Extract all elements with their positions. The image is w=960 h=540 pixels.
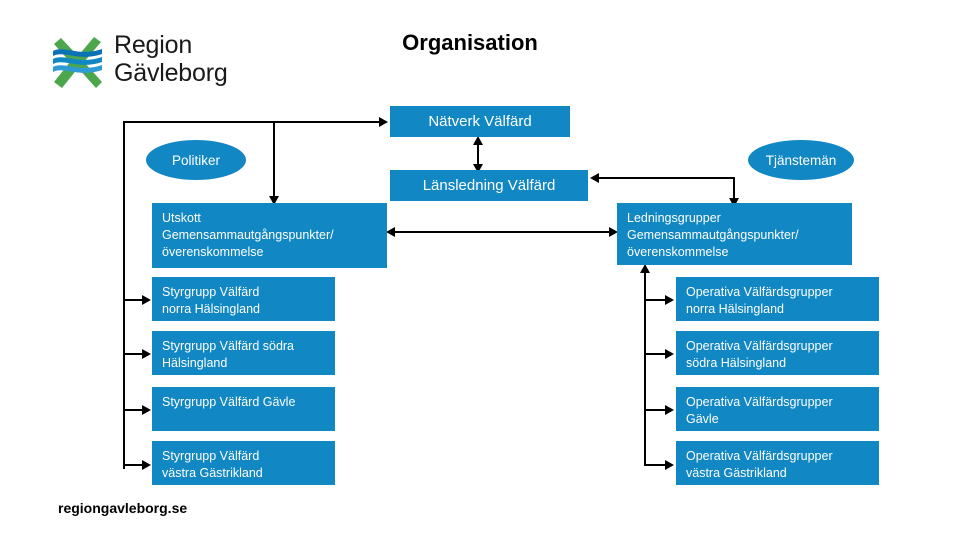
- connector-utskott-ledningsgrupper: [394, 231, 612, 233]
- brand-logo: Region Gävleborg: [52, 31, 282, 92]
- footer-url: regiongavleborg.se: [58, 500, 188, 516]
- connector-branch-operativa-2: [644, 353, 668, 355]
- arrow-styrgrupp-1: [142, 295, 151, 305]
- node-utskott[interactable]: Utskott Gemensammautgångspunkter/ överen…: [152, 203, 387, 268]
- node-styrgrupp-3[interactable]: Styrgrupp Välfärd Gävle: [152, 387, 335, 431]
- arrow-up-natverk: [473, 136, 483, 145]
- arrow-operativa-2: [665, 349, 674, 359]
- connector-right-top-bus: [599, 177, 735, 179]
- connector-top-bus: [123, 121, 381, 123]
- connector-branch-styrgrupp-2: [123, 353, 145, 355]
- arrow-styrgrupp-2: [142, 349, 151, 359]
- arrow-to-utskott: [269, 196, 279, 205]
- node-ledningsgrupper[interactable]: Ledningsgrupper Gemensammautgångspunkter…: [617, 203, 852, 265]
- connector-branch-styrgrupp-3: [123, 409, 145, 411]
- arrow-to-lansledning: [590, 173, 599, 183]
- connector-branch-operativa-1: [644, 299, 668, 301]
- arrow-to-ledningsgrupper: [729, 198, 739, 207]
- node-tjanstemän[interactable]: Tjänstemän: [748, 140, 854, 180]
- node-styrgrupp-4[interactable]: Styrgrupp Välfärd västra Gästrikland: [152, 441, 335, 485]
- connector-branch-operativa-4: [644, 464, 668, 466]
- arrow-down-lansledning: [473, 164, 483, 173]
- node-operativ-4[interactable]: Operativa Välfärdsgrupper västra Gästrik…: [676, 441, 879, 485]
- connector-left-spine: [123, 121, 125, 469]
- arrow-operativa-3: [665, 405, 674, 415]
- connector-right-spine: [644, 272, 646, 464]
- connector-branch-styrgrupp-1: [123, 299, 145, 301]
- connector-natverk-lansledning: [477, 140, 479, 170]
- node-lansledning-valfard[interactable]: Länsledning Välfärd: [390, 170, 588, 201]
- node-styrgrupp-1[interactable]: Styrgrupp Välfärd norra Hälsingland: [152, 277, 335, 321]
- arrow-right-ledningsgrupper: [609, 227, 618, 237]
- connector-drop-to-utskott: [273, 121, 275, 199]
- arrow-operativa-1: [665, 295, 674, 305]
- node-politiker[interactable]: Politiker: [146, 140, 246, 180]
- region-gavleborg-logo-icon: [53, 37, 102, 88]
- node-operativ-3[interactable]: Operativa Välfärdsgrupper Gävle: [676, 387, 879, 431]
- brand-wordmark: Region Gävleborg: [114, 31, 228, 87]
- arrow-styrgrupp-3: [142, 405, 151, 415]
- node-operativ-1[interactable]: Operativa Välfärdsgrupper norra Hälsingl…: [676, 277, 879, 321]
- page-title: Organisation: [402, 30, 538, 55]
- arrow-left-utskott: [386, 227, 395, 237]
- node-natverk-valfard[interactable]: Nätverk Välfärd: [390, 106, 570, 137]
- connector-branch-operativa-3: [644, 409, 668, 411]
- arrow-up-to-ledningsgrupper: [640, 264, 650, 273]
- node-styrgrupp-2[interactable]: Styrgrupp Välfärd södra Hälsingland: [152, 331, 335, 375]
- connector-branch-styrgrupp-4: [123, 464, 145, 466]
- arrow-operativa-4: [665, 460, 674, 470]
- node-operativ-2[interactable]: Operativa Välfärdsgrupper södra Hälsingl…: [676, 331, 879, 375]
- arrow-styrgrupp-4: [142, 460, 151, 470]
- connector-drop-to-ledningsgrupper: [733, 177, 735, 202]
- arrow-to-natverk: [379, 117, 388, 127]
